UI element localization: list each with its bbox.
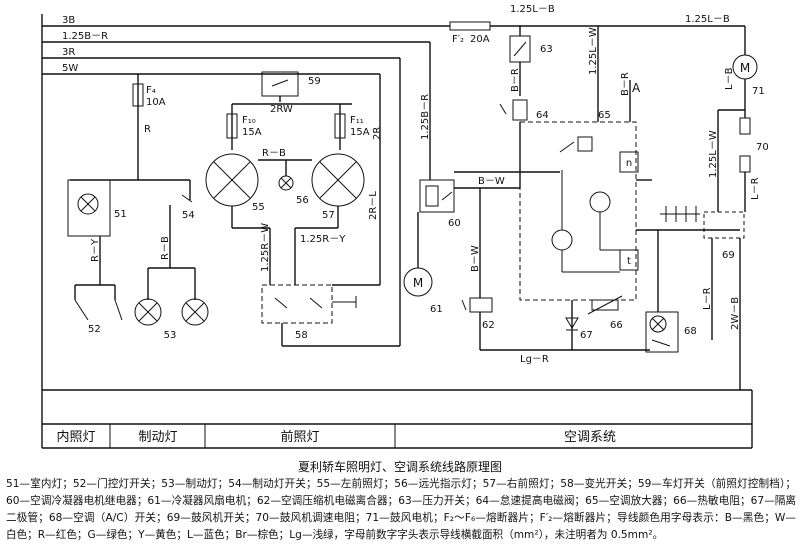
interior-light-51-box <box>67 179 111 237</box>
fuse-f10-label: F₁₀ <box>242 115 256 126</box>
label-66: 66 <box>610 320 623 331</box>
amp-n-label: n <box>626 158 632 169</box>
wire-r-label: R <box>144 124 151 135</box>
fuse-f10 <box>226 113 238 139</box>
light-switch-59 <box>261 71 299 97</box>
wire-rb-lamp-label: R－B <box>262 148 286 159</box>
label-60: 60 <box>448 218 461 229</box>
label-68: 68 <box>684 326 697 337</box>
isolation-diode-67 <box>565 317 579 329</box>
wire-2r-label: 2R <box>372 127 383 140</box>
label-67: 67 <box>580 330 593 341</box>
fuse-f11-label: F₁₁ <box>350 115 364 126</box>
fuse-f4-amp: 10A <box>146 97 166 108</box>
bus-3b-label: 3B <box>62 15 75 26</box>
fuse-f4-label: F₄ <box>146 85 156 96</box>
fuse-f11-amp: 15A <box>350 127 370 138</box>
wire-125lw-label: 1.25L－W <box>708 130 719 178</box>
wire-125br-label: 1.25B－R <box>420 94 431 140</box>
motor-71-symbol: M <box>740 61 750 75</box>
ac-switch-68 <box>645 311 679 353</box>
label-54: 54 <box>182 210 195 221</box>
fuse-f2-prime <box>449 21 491 31</box>
wire-lr-lower-label: L－R <box>702 287 713 310</box>
fuse-f11 <box>334 113 346 139</box>
wire-br-right-label: B－R <box>620 72 631 96</box>
ac-switch-lamp <box>649 315 667 333</box>
label-57: 57 <box>322 210 335 221</box>
wire-ry-label: R－Y <box>90 238 101 262</box>
amp-t-label: t <box>627 256 631 267</box>
diagram-title: 夏利轿车照明灯、空调系统线路原理图 <box>297 460 502 474</box>
section-ac-system: 空调系统 <box>564 430 616 445</box>
fuse-f2-prime-label: F′₂ <box>452 34 464 45</box>
bus-3r-label: 3R <box>62 47 75 58</box>
blower-resistor-70b <box>739 155 751 173</box>
top-wire-label: 1.25L－B <box>510 4 555 15</box>
wire-125rw-label: 1.25R－W <box>260 223 271 272</box>
diagram-legend: 51—室内灯；52—门控灯开关；53—制动灯；54—制动灯开关；55—左前照灯；… <box>6 478 796 541</box>
section-interior-light: 内照灯 <box>56 429 95 445</box>
compressor-clutch-62 <box>469 297 493 313</box>
amp-relay-coil <box>577 136 593 152</box>
wire-lgr-label: Lg－R <box>520 354 549 365</box>
condenser-fan-motor-61 <box>403 267 433 297</box>
wire-rb-label: R－B <box>160 236 171 260</box>
wire-2rl-label: 2R－L <box>368 191 379 220</box>
wire-lr-label: L－R <box>750 177 761 200</box>
interior-light-51-lamp <box>77 193 99 215</box>
fuse-f2-prime-amp: 20A <box>470 34 490 45</box>
wire-125ry-label: 1.25R－Y <box>300 234 346 245</box>
label-55: 55 <box>252 202 265 213</box>
amp-n-block <box>619 151 639 173</box>
brake-lamp-53-right <box>181 298 209 326</box>
right-wire-label: 1.25L－B <box>685 14 730 25</box>
terminal-a-label: A <box>632 81 641 95</box>
dimmer-switch-58 <box>261 284 333 324</box>
idle-solenoid-64 <box>512 99 528 121</box>
amp-t-block <box>619 249 639 271</box>
blower-switch-69 <box>703 211 745 239</box>
door-switch-52 <box>74 299 89 321</box>
label-56: 56 <box>296 195 309 206</box>
condenser-relay-60 <box>419 179 455 213</box>
label-61: 61 <box>430 304 443 315</box>
label-52: 52 <box>88 324 101 335</box>
section-brake-light: 制动灯 <box>138 430 177 445</box>
wire-2rw-label: 2RW <box>270 104 293 115</box>
label-63: 63 <box>540 44 553 55</box>
wire-bw-vert-label: B－W <box>470 245 481 272</box>
bus-lines <box>42 25 746 75</box>
wire-br-label: B－R <box>510 68 521 92</box>
amp-transistor-2 <box>551 229 573 251</box>
motor-61-symbol: M <box>413 276 423 290</box>
amp-transistor-1 <box>589 191 611 213</box>
label-59: 59 <box>308 76 321 87</box>
label-69: 69 <box>722 250 735 261</box>
label-71: 71 <box>752 86 765 97</box>
wire-lb-label: L－B <box>724 67 735 90</box>
label-51: 51 <box>114 209 127 220</box>
section-headlight: 前照灯 <box>280 429 319 445</box>
label-62: 62 <box>482 320 495 331</box>
bus-125br-label: 1.25B－R <box>62 31 108 42</box>
brake-lamp-53-left <box>134 298 162 326</box>
wire-2wb-label: 2W－B <box>730 297 741 330</box>
label-58: 58 <box>295 330 308 341</box>
wire-125lw-vert-label: 1.25L－W <box>588 27 599 75</box>
label-70: 70 <box>756 142 769 153</box>
thermistor-66 <box>591 299 619 311</box>
fuse-f10-amp: 15A <box>242 127 262 138</box>
ac-amplifier-65 <box>519 121 637 301</box>
fuse-f4 <box>132 83 144 107</box>
diagram-frame <box>41 14 753 449</box>
brake-switch-54 <box>181 194 193 203</box>
blower-resistor-70a <box>739 117 751 135</box>
wire-bw-label: B－W <box>478 176 505 187</box>
label-64: 64 <box>536 110 549 121</box>
label-65: 65 <box>598 110 611 121</box>
label-53: 53 <box>164 330 177 341</box>
bus-5w-label: 5W <box>62 63 78 74</box>
